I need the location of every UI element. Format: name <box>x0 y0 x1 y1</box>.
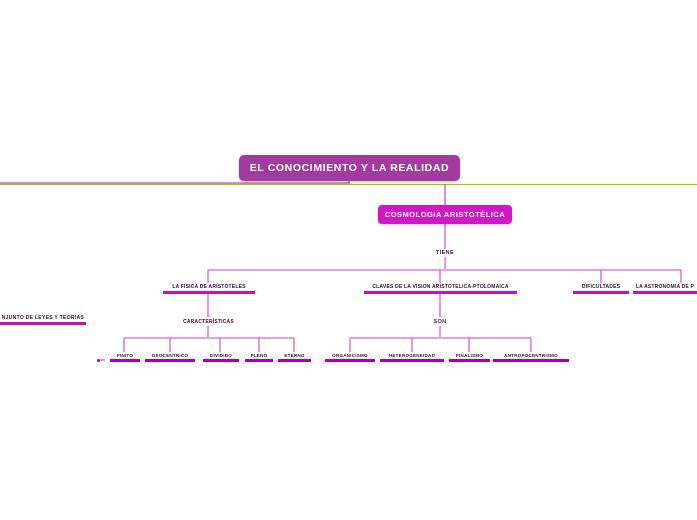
edge-label-tiene: TIENE <box>435 249 455 256</box>
node-cosmologia-aristotelica[interactable]: COSMOLOGIA ARISTOTÉLICA <box>378 205 512 224</box>
node-claves-vision-aristotelica-ptolomaica[interactable]: CLAVES DE LA VISION ARISTOTELICA-PTOLOMA… <box>364 283 517 294</box>
edge-endpoint-dot <box>97 359 100 362</box>
node-la-astronomia-de-p[interactable]: LA ASTRONOMIA DE P <box>633 283 697 294</box>
node-finito[interactable]: FINITO <box>110 352 140 362</box>
node-eterno[interactable]: ETERNO <box>278 352 311 362</box>
node-la-fisica-de-aristoteles[interactable]: LA FISICA DE ARISTOTELES <box>163 283 255 294</box>
node-pleno[interactable]: PLENO <box>245 352 273 362</box>
node-finalismo[interactable]: FINALISMO <box>449 352 490 362</box>
root-node[interactable]: EL CONOCIMIENTO Y LA REALIDAD <box>239 155 460 181</box>
node-organicismo[interactable]: ORGANICISMO <box>325 352 375 362</box>
node-conjunto-de-leyes-y-teorias[interactable]: NJUNTO DE LEYES Y TEORIAS <box>0 314 86 325</box>
node-dividido[interactable]: DIVIDIDO <box>203 352 239 362</box>
node-heterogeneidad[interactable]: HETEROGENEIDAD <box>380 352 444 362</box>
node-geocentrico[interactable]: GEOCENTRICO <box>145 352 195 362</box>
node-caracteristicas[interactable]: CARACTERÍSTICAS <box>183 318 234 325</box>
node-antropocentrismo[interactable]: ANTROPOCENTRISMO <box>493 352 569 362</box>
edge-label-son: SON <box>433 318 447 325</box>
node-dificultades[interactable]: DIFICULTADES <box>573 283 629 294</box>
